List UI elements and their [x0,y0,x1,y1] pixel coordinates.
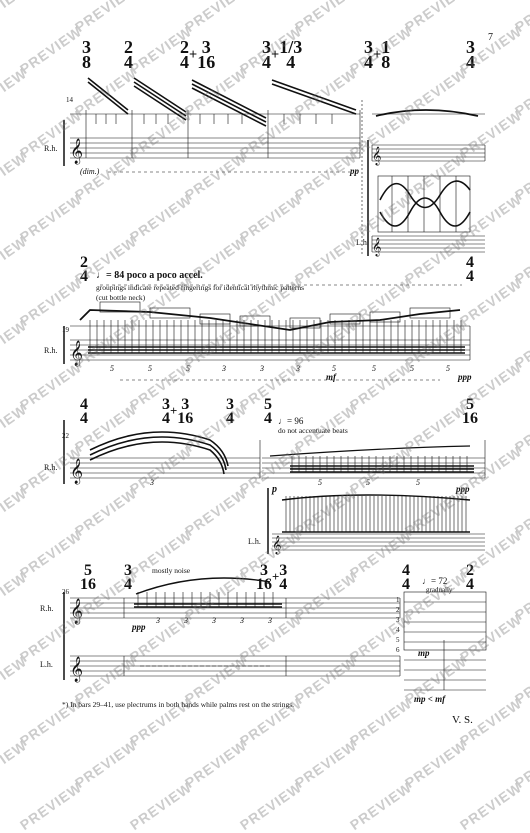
s2-tuplet-number: 5 [110,364,114,373]
s3-instruction: do not accentuate beats [278,426,348,435]
svg-text:𝄞: 𝄞 [70,598,83,624]
s2-tuplet-number: 3 [260,364,264,373]
s2-tuplet-number: 3 [296,364,300,373]
svg-text:𝄞: 𝄞 [70,138,83,164]
s4-dyn-mp-mf: mp < mf [414,694,446,704]
s3-bar-number: 22 [62,432,69,440]
s3-dyn-ppp: ppp [456,484,470,494]
s1-rh-staff [70,137,360,159]
s4-staff-label-rh: R.h. [40,604,54,613]
s1-right-lh-staff [371,235,485,253]
s1-staff-label-rh: R.h. [44,144,58,153]
svg-text:𝄞: 𝄞 [70,656,83,682]
s4-tuplet-number: 3 [212,616,216,625]
s2-dyn-ppp: ppp [458,372,472,382]
s1-staff-label-lh: L.h. [356,238,369,247]
watermark-text: PREVIEW [126,778,195,833]
s3-tempo: ♩= 96 [278,416,304,426]
s4-tuplet-number: 3 [268,616,272,625]
s4-string-number: 5 [396,636,400,644]
s2-tuplet-number: 3 [222,364,226,373]
s4-string-number: 4 [396,626,400,634]
s4-instruction-gradually: gradually [426,586,453,594]
s4-tuplet-number: 3 [156,616,160,625]
watermark-text: PREVIEW [456,778,525,833]
s4-rh-staff [70,597,400,619]
s2-tuplet-number: 5 [372,364,376,373]
s1-dyn-pp: pp [350,166,359,176]
svg-text:𝄞: 𝄞 [272,536,281,555]
watermark-text: PREVIEW [16,778,85,833]
s3-tuplet-number: 3 [150,478,154,487]
s2-tuplet-number: 5 [446,364,450,373]
s2-tuplet-number: 5 [148,364,152,373]
score-page: 𝄞 𝄞 𝄞 𝄞 𝄞 𝄞 𝄞 𝄞 [63,77,487,691]
s2-tuplet-number: 5 [410,364,414,373]
svg-text:𝄞: 𝄞 [70,458,83,484]
s4-tuplet-number: 3 [184,616,188,625]
s3-tuplet-number: 5 [366,478,370,487]
s3-lh-staff [272,533,485,551]
s4-lh-staff [70,655,400,677]
s2-tuplet-number: 5 [186,364,190,373]
s2-rh-staff [70,326,471,361]
s4-string-number: 1 [396,596,400,604]
s4-dyn-ppp: ppp [132,622,146,632]
s4-staff-label-lh: L.h. [40,660,53,669]
s2-staff-label-rh: R.h. [44,346,58,355]
s3-staff-label-lh: L.h. [248,537,261,546]
s4-instruction-noise: mostly noise [152,566,191,575]
s3-tuplet-number: 5 [318,478,322,487]
footer-vs: V. S. [452,714,473,726]
page-number: 7 [488,32,493,43]
s1-dyn-dim: (dim.) [80,167,100,176]
s4-tuplet-number: 3 [240,616,244,625]
s2-tempo: ♩= 84 poco a poco accel. [96,270,203,281]
s3-staff-label-rh: R.h. [44,463,58,472]
svg-text:𝄞: 𝄞 [70,340,83,366]
s1-bar-number: 14 [66,96,73,104]
s4-string-number: 6 [396,646,400,654]
watermark-text: PREVIEW [236,778,305,833]
s3-tuplet-number: 5 [416,478,420,487]
s3-lh-box [281,494,471,533]
svg-text:𝄞: 𝄞 [372,147,381,166]
watermark-text: PREVIEW [346,778,415,833]
s1-right-lh-box [377,175,471,233]
s4-bar-number: 26 [62,588,69,596]
s3-dyn-p: p [272,484,277,495]
s3-rh-staff [70,457,485,479]
s4-dyn-mp: mp [418,648,430,658]
s2-instruction-groupings: groupings indicate repeated fingerings f… [96,283,305,292]
s4-string-number: 2 [396,606,400,614]
s1-right-rh-staff [371,144,486,162]
s2-instruction-bottle: (cut bottle neck) [96,293,146,302]
svg-text:𝄞: 𝄞 [372,238,381,257]
s4-string-number: 3 [396,616,400,624]
footnote: *) In bars 29–41, use plectrums in both … [62,700,295,709]
s2-bar-number: 19 [62,326,69,334]
s2-dyn-mf: mf [326,372,336,382]
s2-tuplet-number: 5 [332,364,336,373]
s4-tempo: ♩= 72 [422,576,448,586]
s4-tab-box [403,591,487,691]
